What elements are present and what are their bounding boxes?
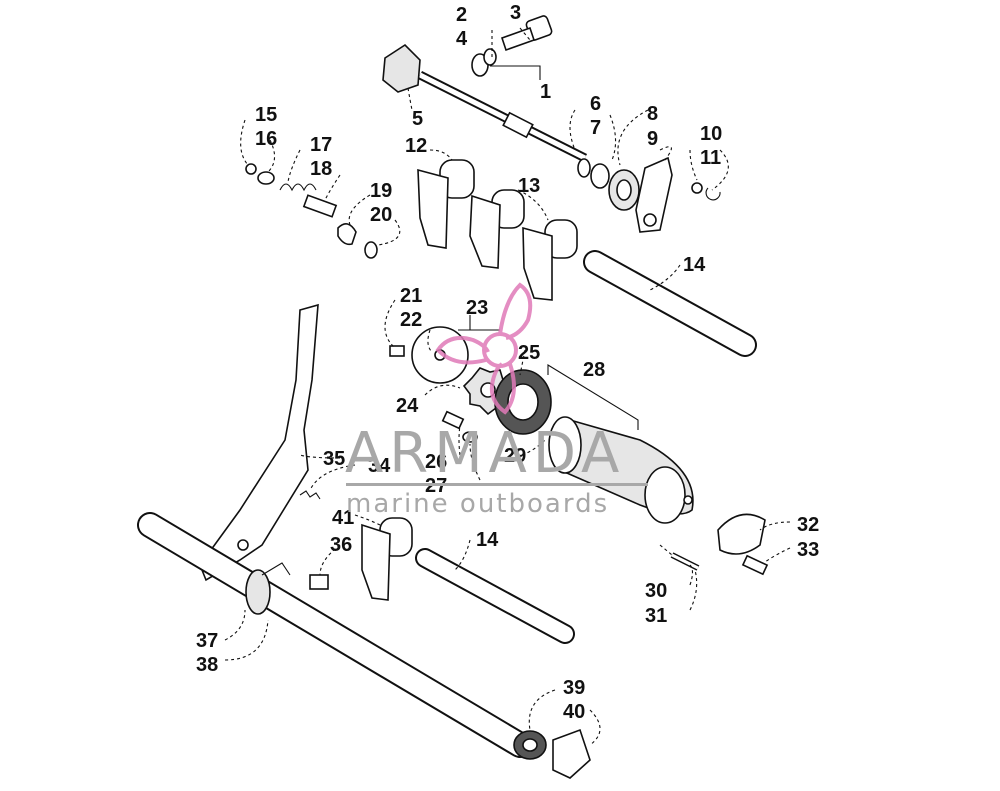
callout-6: 6 xyxy=(590,93,601,115)
callout-4: 4 xyxy=(456,28,468,50)
callout-32: 32 xyxy=(797,514,819,536)
stopper-32-33 xyxy=(717,513,769,576)
callout-31: 31 xyxy=(645,605,667,627)
callout-37: 37 xyxy=(196,630,218,652)
callout-28: 28 xyxy=(583,359,605,381)
bolt-26-27 xyxy=(441,410,478,443)
callout-21: 21 xyxy=(400,285,422,307)
callout-33: 33 xyxy=(797,539,819,561)
callout-11: 11 xyxy=(700,147,721,169)
callout-1: 1 xyxy=(540,81,551,103)
shift-shaft-upper xyxy=(382,43,588,163)
callout-3: 3 xyxy=(510,2,521,24)
shift-fork-41 xyxy=(361,517,413,601)
callout-35: 35 xyxy=(323,448,345,470)
washer-2-4 xyxy=(471,48,497,77)
callout-36: 36 xyxy=(330,534,352,556)
watermark-underline xyxy=(346,483,648,486)
watermark-logo xyxy=(435,282,533,415)
spring-set-15-20 xyxy=(245,163,378,259)
shift-fork-13b xyxy=(522,219,578,301)
seal-39-40 xyxy=(513,728,591,779)
callout-5: 5 xyxy=(412,108,423,130)
watermark-flower-icon xyxy=(435,282,533,415)
callout-20: 20 xyxy=(370,204,392,226)
callout-13: 13 xyxy=(518,175,540,197)
callout-19: 19 xyxy=(370,180,392,202)
callout-16: 16 xyxy=(255,128,277,150)
fork-rod-14-upper xyxy=(583,250,757,357)
callout-8: 8 xyxy=(647,103,658,125)
callout-10: 10 xyxy=(700,123,722,145)
callout-39: 39 xyxy=(563,677,585,699)
seal-6-7-8 xyxy=(577,158,640,211)
fork-rod-14-lower xyxy=(415,548,575,644)
callout-22: 22 xyxy=(400,309,422,331)
callout-29: 29 xyxy=(504,445,526,467)
callout-17: 17 xyxy=(310,134,332,156)
callout-18: 18 xyxy=(310,158,332,180)
spring-35 xyxy=(299,490,321,500)
bolt-36 xyxy=(309,574,329,590)
callout-23: 23 xyxy=(466,297,488,319)
bolt-3 xyxy=(500,15,553,52)
callout-24: 24 xyxy=(396,395,419,417)
callout-9: 9 xyxy=(647,128,658,150)
callout-15: 15 xyxy=(255,104,277,126)
watermark-subtitle: marine outboards xyxy=(346,489,609,519)
callout-25: 25 xyxy=(518,342,540,364)
callout-26: 26 xyxy=(425,451,447,473)
drum-plate-21-22 xyxy=(389,326,469,384)
shift-drum-28 xyxy=(548,416,694,524)
shift-lever-9 xyxy=(635,156,673,233)
pin-30-31 xyxy=(670,552,700,571)
callout-14-upper: 14 xyxy=(683,254,706,276)
callout-34: 34 xyxy=(368,455,391,477)
callout-38: 38 xyxy=(196,654,218,676)
callout-41: 41 xyxy=(332,507,354,529)
callout-7: 7 xyxy=(590,117,601,139)
callout-30: 30 xyxy=(645,580,667,602)
callout-14-lower: 14 xyxy=(476,529,499,551)
clip-10-11 xyxy=(691,182,721,201)
watermark-title: ARMADA xyxy=(345,421,625,486)
callout-2: 2 xyxy=(456,4,467,26)
lower-shaft xyxy=(137,512,533,758)
callout-12: 12 xyxy=(405,135,427,157)
leader-lines xyxy=(224,27,791,746)
callout-40: 40 xyxy=(563,701,585,723)
shift-arm-34 xyxy=(199,303,319,582)
shift-fork-12 xyxy=(417,159,475,249)
shift-fork-13a xyxy=(469,189,525,269)
